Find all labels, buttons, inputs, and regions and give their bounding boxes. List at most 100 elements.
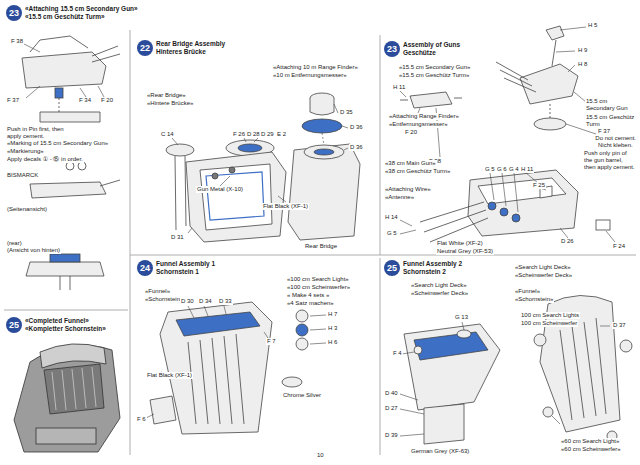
step-number: 25 [384, 260, 400, 276]
step-title: «Attaching 15.5 cm Secondary Gun» [25, 5, 138, 13]
step-title: Schornstein 2 [403, 268, 462, 276]
part-label: F 25 [532, 182, 546, 189]
part-label: German Grey (XF-63) [410, 448, 470, 455]
part-label: F 20 [404, 129, 418, 136]
step-title: Schornstein 1 [156, 268, 215, 276]
part-label: H 7 [327, 311, 338, 318]
part-label: H 5 [587, 22, 598, 29]
part-label: «15.5 cm Secondary Gun» [398, 64, 471, 71]
part-label: «38 cm Geschütz Turm» [384, 168, 451, 175]
part-label: «Hintere Brücke» [146, 100, 194, 107]
part-label: 100 cm Scheinwerfer [520, 320, 578, 327]
part-label: «100 cm Search Light» [286, 276, 350, 283]
part-label: «Schornstein» [144, 296, 184, 303]
part-label: H 8 [577, 61, 588, 68]
part-label: «4 Satz machen» [286, 300, 335, 307]
part-label: «38 cm Main Gun» [384, 160, 437, 167]
part-label: D 31 [170, 234, 185, 241]
step-title: «15.5 cm Geschütz Turm» [25, 13, 138, 21]
step-heading: 23Assembly of GunsGeschütze [384, 41, 460, 57]
part-label: F 26 [232, 131, 246, 138]
step-number: 24 [137, 260, 153, 276]
part-label: «Scheinwerfer Deck» [410, 290, 469, 297]
part-label: G 4 [508, 166, 520, 173]
part-label: «60 cm Scheinwerfer» [560, 446, 622, 453]
step-title: Hinteres Brücke [156, 48, 225, 56]
step-title: Assembly of Guns [403, 41, 460, 49]
part-label: (Ansicht von hinten) [6, 247, 61, 254]
part-label: (rear) [6, 240, 23, 247]
part-label: 100 cm Search Lights [520, 312, 580, 319]
part-label: F 24 [612, 243, 626, 250]
step-title: «Kompletter Schornstein» [25, 325, 106, 333]
step-title: Funnel Assembly 1 [156, 260, 215, 268]
part-label: Flat Black (XF-1) [262, 203, 309, 210]
part-label: «100 cm Scheinwerfer» [286, 284, 351, 291]
part-label: G 6 [496, 166, 508, 173]
part-label: Flat Black (XF-1) [146, 372, 193, 379]
step-title-block: Rear Bridge AssemblyHinteres Brücke [156, 40, 225, 56]
part-label: «Funnel» [514, 288, 541, 295]
part-label: H 9 [577, 47, 588, 54]
part-label: «Attaching 10 m Range Finder» [272, 64, 359, 71]
part-label: Gun Metal (X-10) [196, 186, 244, 193]
part-label: F 20 [100, 97, 114, 104]
step-title: Funnel Assembly 2 [403, 260, 462, 268]
step-title-block: Funnel Assembly 2Schornstein 2 [403, 260, 462, 276]
part-label: D 36 [349, 124, 364, 131]
part-label: F 7 [266, 338, 277, 345]
part-label: « Make 4 sets » [286, 292, 330, 299]
part-label: H 11 [392, 84, 406, 91]
part-label: «60 cm Search Light» [560, 438, 620, 445]
part-label: D 39 [384, 432, 399, 439]
part-label: D 34 [198, 298, 213, 305]
part-label: F 37 [597, 128, 611, 135]
step-title-block: «Attaching 15.5 cm Secondary Gun»«15.5 c… [25, 5, 138, 21]
part-label: Flat White (XF-2) [436, 240, 484, 247]
step-number: 23 [6, 5, 22, 21]
part-label: F 4 [392, 350, 403, 357]
part-label: C 14 [160, 131, 175, 138]
part-label: F 34 [78, 97, 92, 104]
part-label: «Antenne» [384, 194, 415, 201]
step-heading: 25Funnel Assembly 2Schornstein 2 [384, 260, 462, 276]
part-label: H 11 [520, 166, 534, 173]
part-label: «Entfernungsmesser» [388, 121, 449, 128]
step-number: 22 [137, 40, 153, 56]
part-label: 15.5 cm Secondary Gun [585, 98, 637, 112]
step-heading: 23«Attaching 15.5 cm Secondary Gun»«15.5… [6, 5, 138, 21]
part-label: D 36 [349, 144, 364, 151]
part-label: H 6 [327, 339, 338, 346]
part-label: D 30 [180, 298, 195, 305]
part-label: Apply decals ① - ⑮ in order. [6, 156, 84, 163]
part-label: D 37 [612, 322, 627, 329]
part-label: G 5 [386, 230, 398, 237]
part-label: Nicht kleben. [597, 142, 634, 149]
part-label: Push in Pin first, then apply cement. [6, 126, 78, 140]
part-label: Neutral Grey (XF-53) [436, 248, 494, 255]
part-label: (Seitenansicht) [6, 206, 48, 213]
part-label: Chrome Silver [282, 392, 322, 399]
part-label: «Scheinwerfer Deck» [514, 272, 573, 279]
part-label: Push only pin of the gun barrel, then ap… [583, 150, 637, 171]
step-title-block: Assembly of GunsGeschütze [403, 41, 460, 57]
part-label: «Schornstein» [514, 296, 554, 303]
part-label: «Attaching Range Finder» [388, 113, 460, 120]
part-label: «10 m Entfernungsmesser» [272, 72, 348, 79]
part-label: «Markierung» [6, 148, 45, 155]
part-label: H 14 [384, 214, 399, 221]
part-label: «Funnel» [144, 288, 171, 295]
step-title-block: «Completed Funnel»«Kompletter Schornstei… [25, 317, 106, 333]
step-heading: 22Rear Bridge AssemblyHinteres Brücke [137, 40, 225, 56]
step-title: «Completed Funnel» [25, 317, 106, 325]
part-label: «Search Light Deck» [514, 264, 572, 271]
part-label: «Search Light Deck» [410, 282, 468, 289]
part-label: «Marking of 15.5 cm Secondary Gun» [6, 140, 109, 147]
step-number: 23 [384, 41, 400, 57]
part-label: E 2 [276, 131, 287, 138]
step-number: 25 [6, 317, 22, 333]
part-label: G 13 [454, 314, 469, 321]
part-label: D 27 [384, 405, 399, 412]
part-label: G 5 [484, 166, 496, 173]
